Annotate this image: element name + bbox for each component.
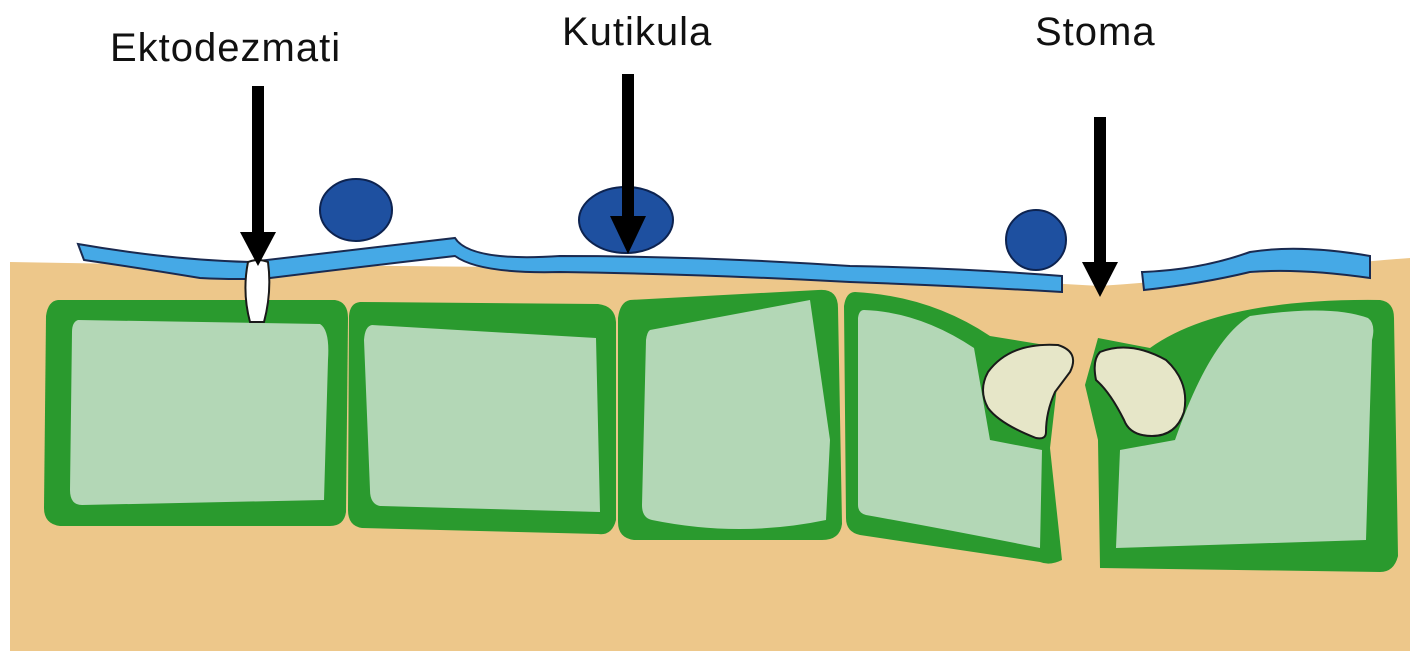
ectodesma-pore	[245, 260, 269, 322]
water-droplet-3	[1006, 210, 1066, 270]
cell-2-cytoplasm	[364, 325, 600, 512]
cell-1-cytoplasm	[70, 320, 328, 505]
cell-3-cytoplasm	[642, 300, 830, 529]
arrow-ektodezmati	[240, 86, 276, 266]
label-ektodezmati: Ektodezmati	[110, 26, 341, 71]
label-kutikula: Kutikula	[562, 10, 712, 55]
water-droplet-1	[320, 179, 392, 241]
arrow-stoma	[1082, 117, 1118, 297]
label-stoma: Stoma	[1035, 10, 1156, 55]
arrow-kutikula	[610, 74, 646, 254]
